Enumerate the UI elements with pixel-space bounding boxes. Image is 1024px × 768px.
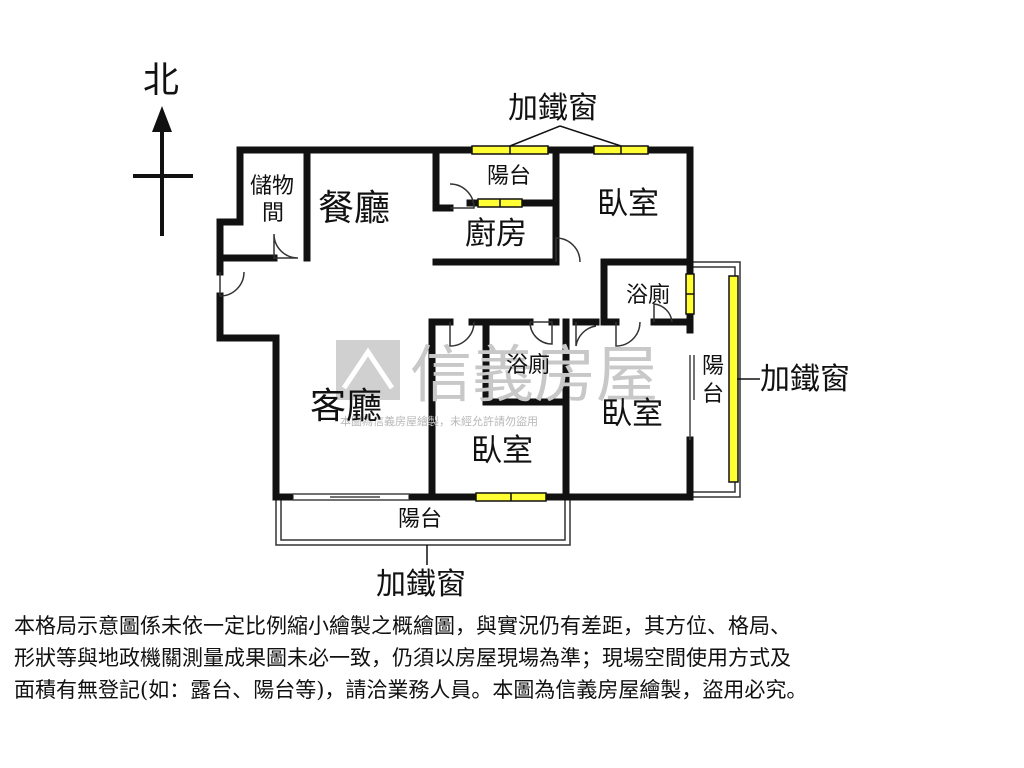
watermark-notice: 本圖為信義房屋繪製，未經允許請勿盜用 xyxy=(340,414,538,428)
watermark-brand: 信義房屋 xyxy=(410,338,658,411)
room-bedroom-east: 臥室 xyxy=(601,396,663,432)
callout-bottom-label: 加鐵窗 xyxy=(376,567,466,602)
window-balcony-east xyxy=(728,275,739,483)
room-balcony-south: 陽台 xyxy=(398,507,442,532)
room-living: 客廳 xyxy=(310,386,382,427)
room-bath-center: 浴廁 xyxy=(506,353,550,378)
room-bedroom-north: 臥室 xyxy=(597,186,659,222)
room-kitchen: 廚房 xyxy=(465,216,527,252)
openings xyxy=(292,355,695,501)
north-arrow-icon xyxy=(152,106,172,132)
room-balcony-east-line1: 陽 xyxy=(702,354,724,379)
room-balcony-east-line2: 台 xyxy=(702,382,724,407)
callout-right-label: 加鐵窗 xyxy=(760,362,850,397)
room-storage-line2: 間 xyxy=(262,201,284,226)
room-dining: 餐廳 xyxy=(318,188,390,229)
walls xyxy=(216,146,694,501)
disclaimer: 本格局示意圖係未依一定比例縮小繪製之概繪圖，與實況仍有差距，其方位、格局、 形狀… xyxy=(14,610,1014,706)
watermark: 信義房屋 本圖為信義房屋繪製，未經允許請勿盜用 xyxy=(336,338,658,428)
doors xyxy=(219,183,673,347)
room-storage-line1: 儲物 xyxy=(250,174,294,199)
window-callouts: 加鐵窗 加鐵窗 加鐵窗 xyxy=(376,91,850,602)
room-balcony-north: 陽台 xyxy=(487,164,531,189)
disclaimer-line: 面積有無登記(如：露台、陽台等)，請洽業務人員。本圖為信義房屋繪製，盜用必究。 xyxy=(14,678,808,702)
compass-north-label: 北 xyxy=(143,60,179,101)
compass: 北 xyxy=(133,60,193,236)
callout-top-label: 加鐵窗 xyxy=(508,91,598,126)
disclaimer-line: 形狀等與地政機關測量成果圖未必一致，仍須以房屋現場為準；現場空間使用方式及 xyxy=(14,646,791,670)
room-labels: 儲物 間 餐廳 陽台 廚房 臥室 浴廁 浴廁 客廳 臥室 臥室 陽 台 陽台 xyxy=(250,164,724,532)
room-bedroom-south: 臥室 xyxy=(471,433,533,469)
room-bath-east: 浴廁 xyxy=(626,283,670,308)
disclaimer-line: 本格局示意圖係未依一定比例縮小繪製之概繪圖，與實況仍有差距，其方位、格局、 xyxy=(14,614,791,638)
